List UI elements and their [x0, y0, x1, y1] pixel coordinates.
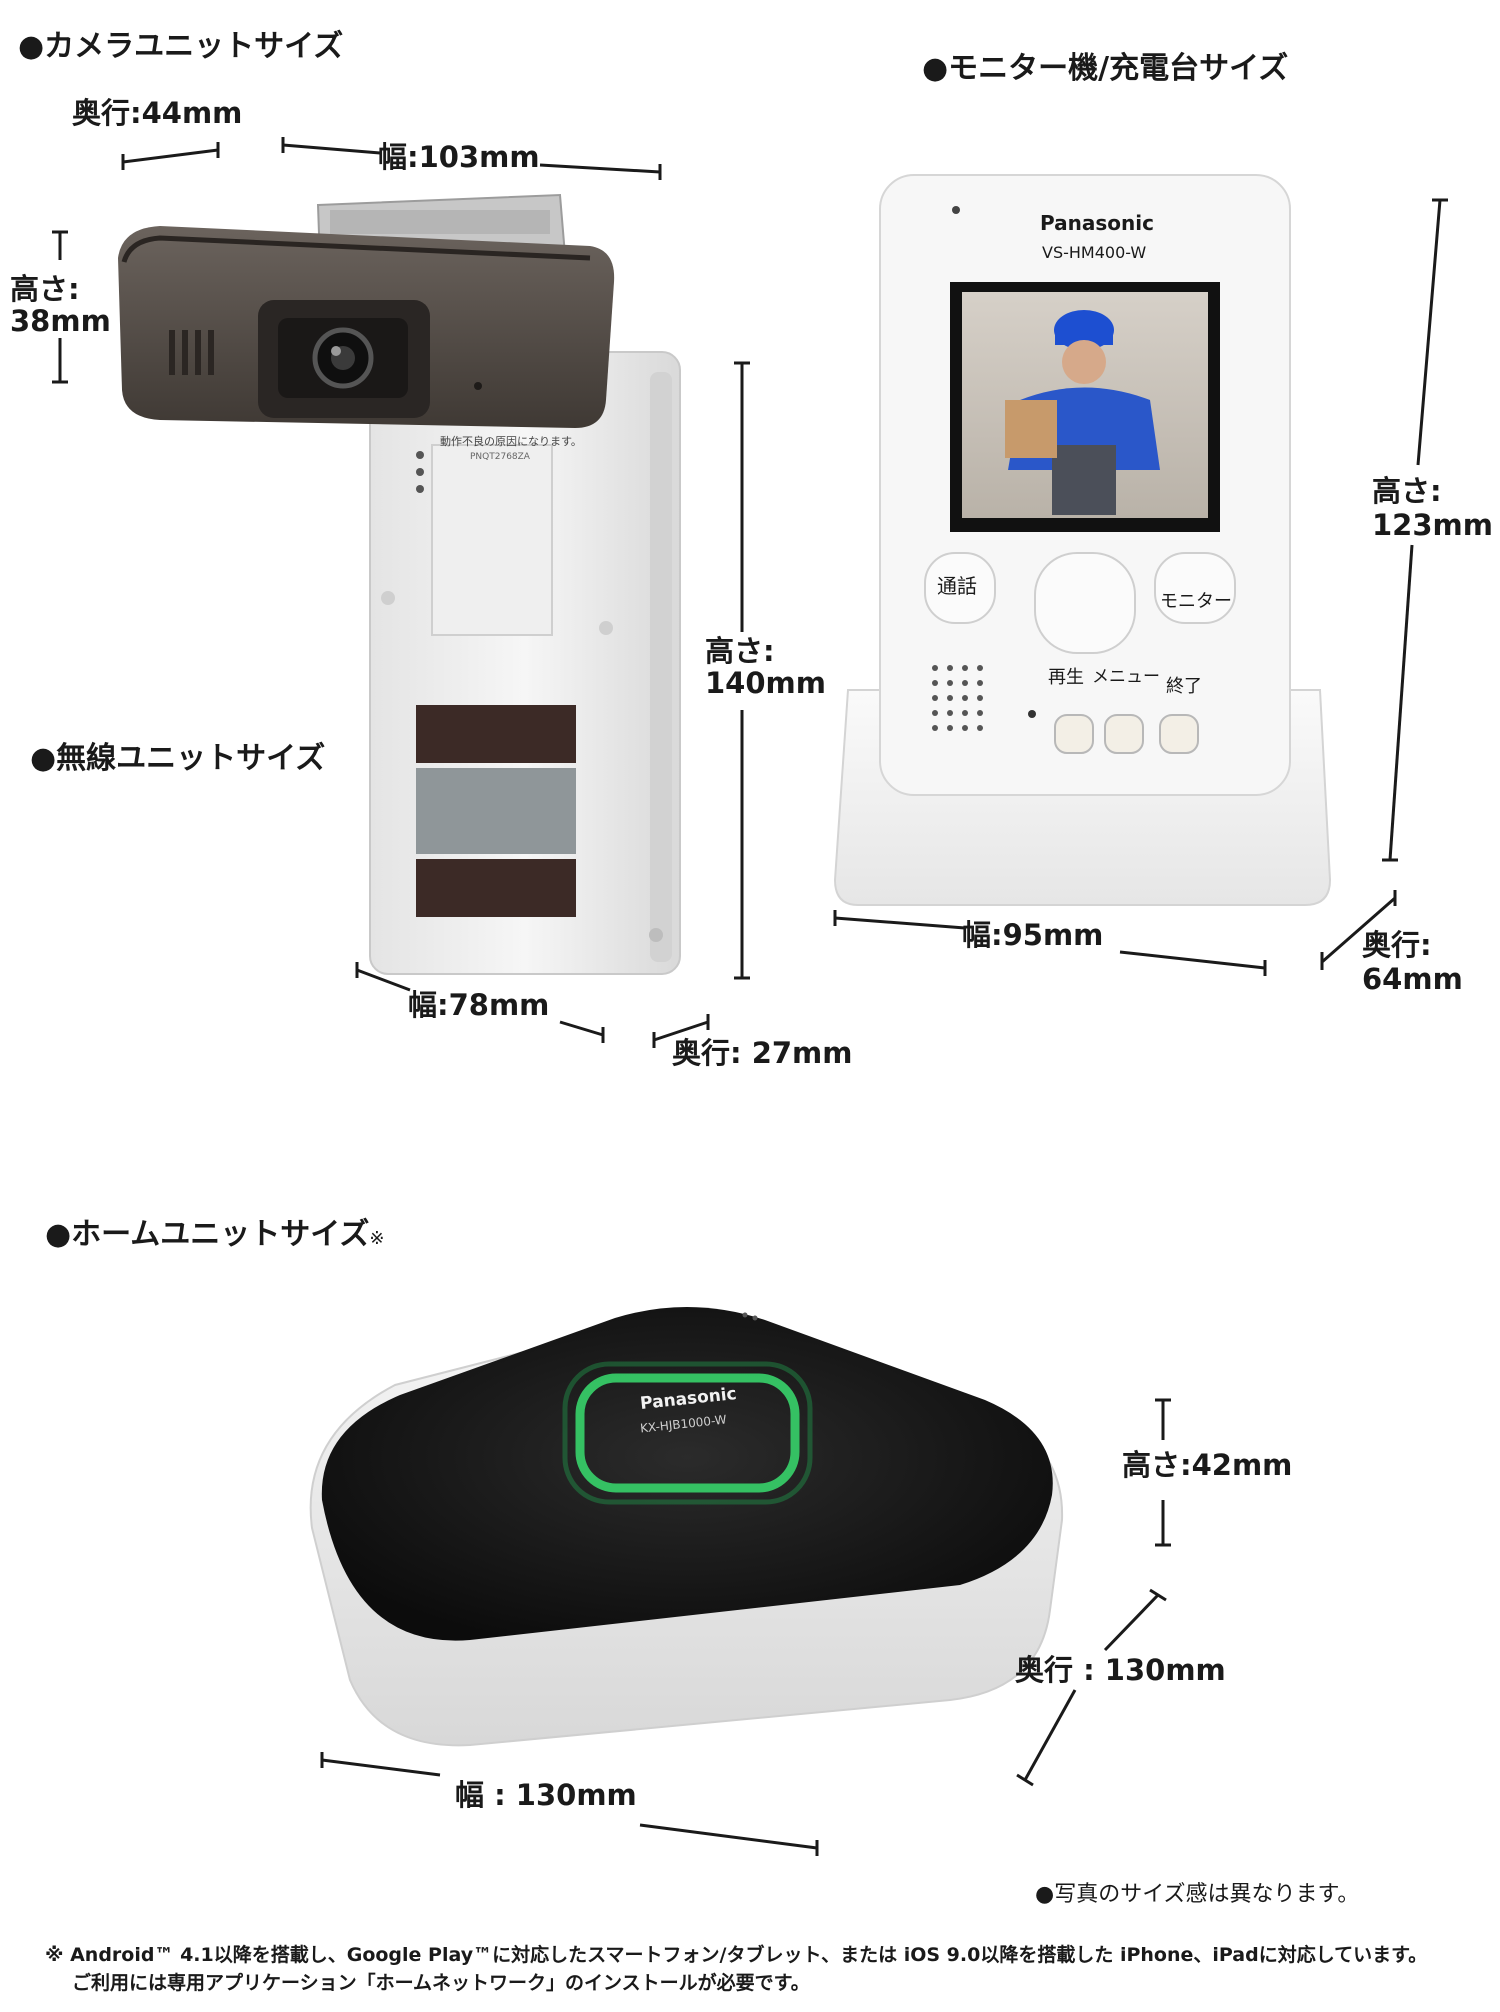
home-unit-title-mark: ※ [369, 1228, 385, 1249]
wireless-sticker-text: 動作不良の原因になります。 [440, 435, 582, 448]
monitor-height-value: 123mm [1372, 508, 1493, 542]
wireless-height-value: 140mm [705, 666, 826, 700]
home-height-label: 高さ:42mm [1122, 1448, 1293, 1482]
monitor-depth-label: 奥行: [1362, 928, 1432, 962]
wireless-width-label: 幅:78mm [408, 988, 550, 1022]
camera-height-label: 高さ: [10, 272, 80, 306]
home-width-label: 幅 : 130mm [455, 1778, 637, 1812]
photo-size-note: ●写真のサイズ感は異なります。 [1035, 1882, 1360, 1907]
home-depth-label: 奥行 : 130mm [1015, 1653, 1226, 1687]
footnote-line-1: ※ Android™ 4.1以降を搭載し、Google Play™に対応したスマ… [45, 1944, 1428, 1966]
monitor-button[interactable]: モニター [1160, 591, 1232, 612]
monitor-model-label: VS-HM400-W [1042, 243, 1147, 262]
monitor-width-label: 幅:95mm [962, 918, 1104, 952]
talk-button[interactable]: 通話 [937, 574, 977, 598]
home-unit-title: ●ホームユニットサイズ※ [45, 1218, 384, 1251]
wireless-depth-label: 奥行: 27mm [672, 1036, 853, 1070]
wireless-unit-title: ●無線ユニットサイズ [30, 741, 326, 776]
monitor-depth-value: 64mm [1362, 962, 1463, 996]
monitor-unit-title: ●モニター機/充電台サイズ [922, 51, 1289, 86]
wireless-unit-image [369, 351, 681, 975]
home-unit-image [309, 1306, 1064, 1747]
wireless-sticker-code: PNQT2768ZA [470, 452, 530, 462]
home-unit-title-text: ●ホームユニットサイズ [45, 1217, 370, 1252]
play-button-label[interactable]: 再生 [1048, 667, 1084, 688]
footnote-line-2: ご利用には専用アプリケーション「ホームネットワーク」のインストールが必要です。 [72, 1972, 810, 1994]
camera-unit-title: ●カメラユニットサイズ [18, 29, 344, 64]
monitor-height-label: 高さ: [1372, 474, 1442, 508]
camera-height-value: 38mm [10, 304, 111, 338]
wireless-height-label: 高さ: [705, 634, 775, 668]
monitor-image [833, 174, 1332, 906]
camera-depth-label: 奥行:44mm [72, 96, 243, 130]
camera-width-label: 幅:103mm [378, 140, 540, 174]
camera-unit-image [118, 193, 615, 428]
end-button-label[interactable]: 終了 [1166, 676, 1202, 697]
monitor-brand-label: Panasonic [1040, 211, 1154, 235]
menu-button-label[interactable]: メニュー [1092, 667, 1160, 687]
dimension-lines [52, 137, 1448, 1856]
